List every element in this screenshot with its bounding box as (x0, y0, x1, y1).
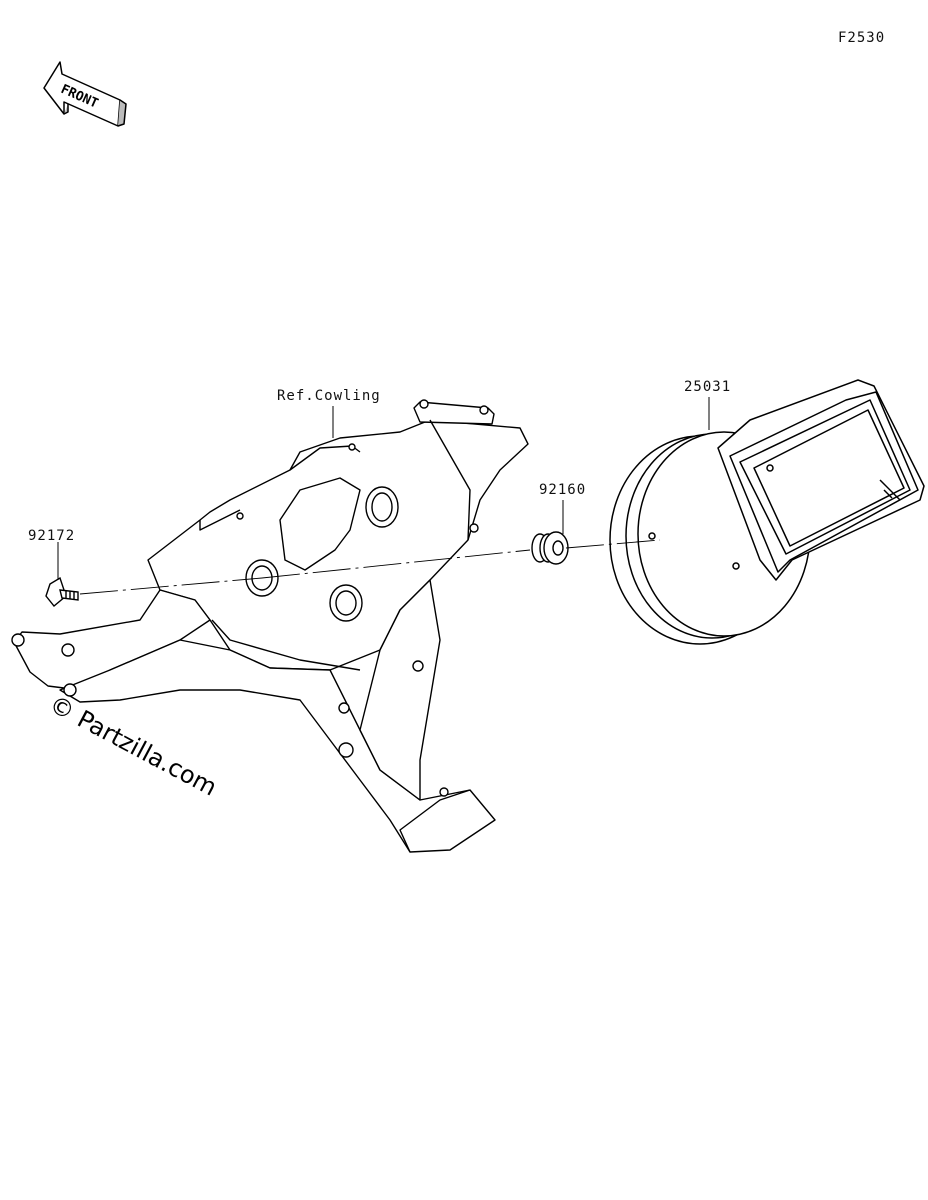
part-label-grommet[interactable]: 92160 (539, 482, 587, 498)
meter-assembly[interactable] (609, 379, 925, 645)
meter-bracket[interactable] (13, 401, 529, 853)
figure-code: F2530 (838, 30, 886, 46)
leader-lines (57, 397, 710, 580)
part-label-bolt[interactable]: 92172 (28, 528, 76, 544)
centerline (79, 539, 661, 595)
part-label-cowling[interactable]: Ref.Cowling (277, 388, 381, 404)
bolt-part[interactable] (45, 576, 79, 607)
grommet-part[interactable] (531, 531, 569, 565)
part-label-meter[interactable]: 25031 (684, 379, 732, 395)
front-arrow-icon: FRONT (43, 61, 127, 127)
